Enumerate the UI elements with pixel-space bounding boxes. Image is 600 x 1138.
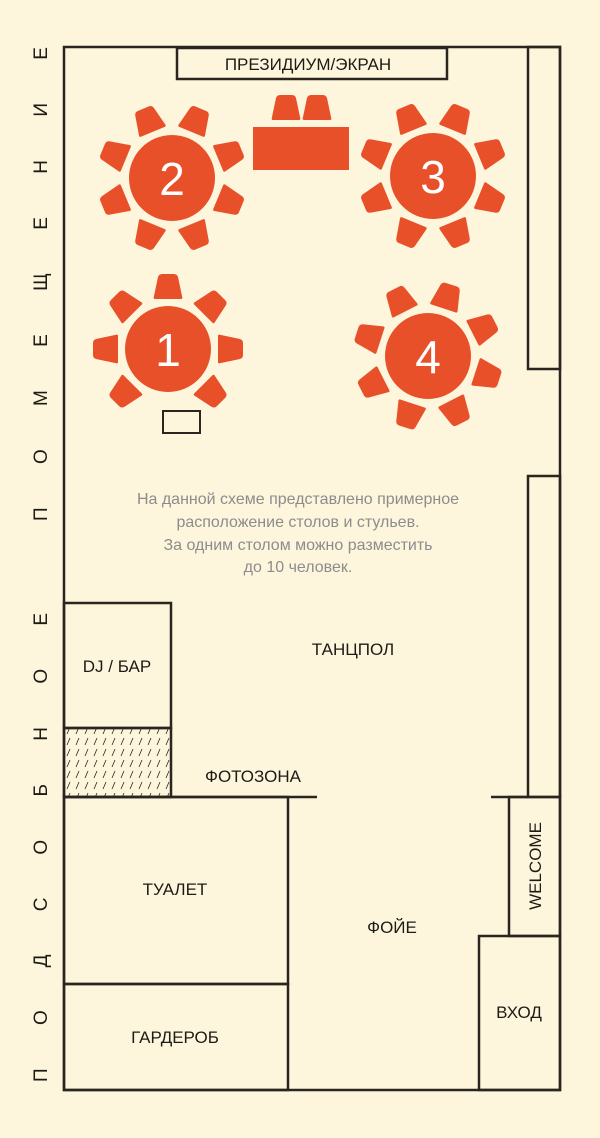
presidium-label: ПРЕЗИДИУМ/ЭКРАН bbox=[225, 55, 391, 74]
table-number: 3 bbox=[420, 151, 446, 203]
chair bbox=[471, 358, 502, 388]
round-table bbox=[385, 313, 471, 399]
table-2: 2 bbox=[129, 135, 215, 221]
round-table bbox=[125, 306, 211, 392]
chair bbox=[193, 374, 227, 408]
chair bbox=[100, 184, 131, 215]
round-table bbox=[129, 135, 215, 221]
chair bbox=[271, 95, 301, 120]
chair bbox=[361, 139, 392, 170]
note-line: На данной схеме представлено примерное bbox=[137, 491, 459, 508]
table-4: 4 bbox=[385, 313, 471, 399]
small-stand bbox=[162, 410, 201, 434]
note-line: расположение столов и стульев. bbox=[176, 514, 419, 531]
chair bbox=[178, 106, 209, 137]
chair bbox=[466, 314, 499, 346]
chair bbox=[474, 139, 505, 170]
chair bbox=[100, 141, 131, 172]
right-wall-strip-top bbox=[526, 45, 562, 371]
chair bbox=[396, 217, 427, 248]
chair bbox=[396, 399, 426, 430]
furniture: 2 3 1 4 bbox=[93, 95, 505, 430]
chair bbox=[135, 219, 166, 250]
chair bbox=[439, 104, 470, 135]
chair bbox=[213, 184, 244, 215]
chair bbox=[430, 282, 460, 313]
welcome-label: WELCOME bbox=[526, 822, 545, 910]
chair bbox=[396, 104, 427, 135]
round-table bbox=[390, 133, 476, 219]
foyer-label: ФОЙЕ bbox=[367, 918, 417, 937]
chair bbox=[354, 324, 385, 354]
table-number: 2 bbox=[159, 153, 185, 205]
chair bbox=[439, 217, 470, 248]
side-room-label: ПОДСОБНОЕ ПОМЕЩЕНИЕ bbox=[31, 47, 52, 1082]
chair bbox=[153, 274, 183, 299]
note-line: За одним столом можно разместить bbox=[163, 537, 432, 554]
note: На данной схеме представлено примерное р… bbox=[137, 491, 459, 576]
chair bbox=[109, 374, 143, 408]
toilet-label: ТУАЛЕТ bbox=[143, 880, 208, 899]
right-wall-strip-bottom bbox=[526, 474, 562, 799]
table-3: 3 bbox=[390, 133, 476, 219]
chair bbox=[386, 285, 418, 318]
chair bbox=[109, 290, 143, 324]
dance-floor-label: ТАНЦПОЛ bbox=[312, 640, 394, 659]
wardrobe-room bbox=[62, 982, 290, 1092]
chair bbox=[135, 106, 166, 137]
presidium-screen bbox=[175, 46, 449, 81]
dj-bar-label: DJ / БАР bbox=[83, 657, 151, 676]
entrance-zone bbox=[477, 934, 562, 1092]
note-line: до 10 человек. bbox=[244, 559, 353, 576]
chair bbox=[178, 219, 209, 250]
chair bbox=[438, 394, 470, 427]
chair bbox=[302, 95, 332, 120]
photo-zone-area bbox=[65, 729, 170, 796]
chair bbox=[93, 334, 118, 364]
chair bbox=[357, 366, 390, 398]
entrance-label: ВХОД bbox=[496, 1003, 542, 1022]
photo-zone-label: ФОТОЗОНА bbox=[205, 767, 302, 786]
chair bbox=[193, 290, 227, 324]
table-number: 1 bbox=[155, 324, 181, 376]
head-table bbox=[253, 127, 349, 170]
table-number: 4 bbox=[415, 331, 441, 383]
chair bbox=[218, 334, 243, 364]
chair bbox=[213, 141, 244, 172]
wardrobe-label: ГАРДЕРОБ bbox=[131, 1028, 219, 1047]
table-1: 1 bbox=[125, 306, 211, 392]
chair bbox=[474, 182, 505, 213]
chair bbox=[361, 182, 392, 213]
